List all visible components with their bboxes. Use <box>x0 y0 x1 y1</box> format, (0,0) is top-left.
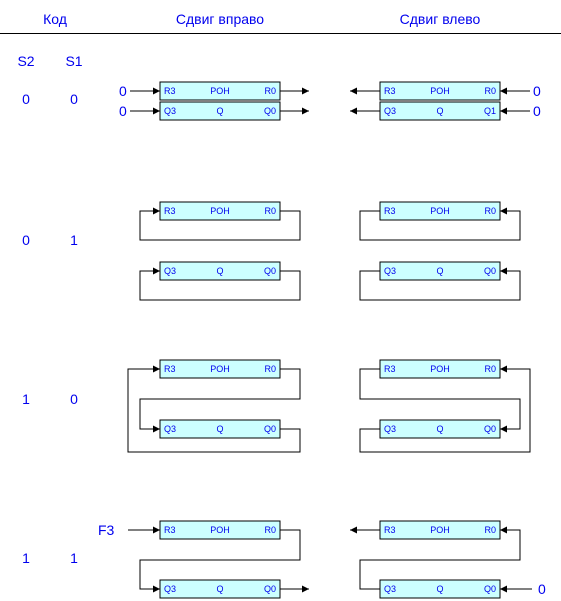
reg-label: POH <box>210 206 230 216</box>
reg-label: R0 <box>484 86 496 96</box>
reg-label: Q <box>216 266 223 276</box>
reg-label: Q <box>216 106 223 116</box>
label-s1: S1 <box>65 53 82 69</box>
reg-label: POH <box>210 86 230 96</box>
reg-label: R0 <box>264 525 276 535</box>
row2-s1: 1 <box>70 232 78 248</box>
row4-s2: 1 <box>22 550 30 566</box>
reg-label: Q3 <box>384 266 396 276</box>
reg-label: POH <box>430 525 450 535</box>
reg-label: Q3 <box>384 106 396 116</box>
reg-label: R3 <box>164 86 176 96</box>
reg-label: Q1 <box>484 106 496 116</box>
reg-label: Q0 <box>484 424 496 434</box>
reg-label: R3 <box>384 206 396 216</box>
reg-label: Q3 <box>164 424 176 434</box>
reg-label: Q3 <box>164 584 176 594</box>
row1-left-input-r: 0 <box>533 83 541 99</box>
reg-label: R3 <box>384 86 396 96</box>
reg-label: POH <box>210 525 230 535</box>
reg-label: Q0 <box>264 106 276 116</box>
reg-label: Q0 <box>264 266 276 276</box>
row4-right-shift: F3 R3 POH R0 Q3 Q Q0 <box>98 520 309 599</box>
reg-label: Q3 <box>164 266 176 276</box>
reg-label: Q3 <box>384 584 396 594</box>
reg-label: R3 <box>164 206 176 216</box>
reg-label: R0 <box>484 525 496 535</box>
reg-label: POH <box>430 364 450 374</box>
reg-label: R3 <box>164 364 176 374</box>
reg-label: R0 <box>484 206 496 216</box>
row1-left-shift: R3 POH R0 Q3 Q Q1 0 0 <box>350 81 541 121</box>
header-code: Код <box>43 11 67 27</box>
reg-label: Q0 <box>484 266 496 276</box>
row4-s1: 1 <box>70 550 78 566</box>
row2-left-shift: R3 POH R0 Q3 Q Q0 <box>359 201 521 301</box>
reg-label: Q3 <box>384 424 396 434</box>
reg-label: R3 <box>384 525 396 535</box>
row4-left-shift: R3 POH R0 Q3 Q Q0 0 <box>350 520 546 599</box>
reg-label: POH <box>430 206 450 216</box>
reg-label: POH <box>210 364 230 374</box>
row2-right-shift: R3 POH R0 Q3 Q Q0 <box>139 201 301 301</box>
reg-label: Q0 <box>264 424 276 434</box>
row3-s2: 1 <box>22 391 30 407</box>
row2-s2: 0 <box>22 232 30 248</box>
reg-label: R0 <box>264 364 276 374</box>
reg-label: POH <box>430 86 450 96</box>
reg-label: Q0 <box>484 584 496 594</box>
reg-label: Q <box>216 584 223 594</box>
row1-right-shift: 0 0 R3 POH R0 Q3 Q Q0 <box>119 81 309 121</box>
row1-left-input-q: 0 <box>533 103 541 119</box>
reg-label: Q0 <box>264 584 276 594</box>
row4-right-input-f3: F3 <box>98 522 115 538</box>
reg-label: R3 <box>384 364 396 374</box>
header-shift-right: Сдвиг вправо <box>176 11 264 27</box>
row1-right-input-r: 0 <box>119 83 127 99</box>
reg-label: Q <box>436 106 443 116</box>
row3-left-shift: R3 POH R0 Q3 Q Q0 <box>359 359 531 453</box>
row3-right-shift: R3 POH R0 Q3 Q Q0 <box>127 359 301 453</box>
row1-s2: 0 <box>22 91 30 107</box>
row1-s1: 0 <box>70 91 78 107</box>
reg-label: R0 <box>264 206 276 216</box>
reg-label: Q <box>216 424 223 434</box>
label-s2: S2 <box>17 53 34 69</box>
reg-label: R0 <box>264 86 276 96</box>
header-shift-left: Сдвиг влево <box>400 11 481 27</box>
row4-left-input-zero: 0 <box>538 581 546 597</box>
reg-label: Q <box>436 424 443 434</box>
reg-label: Q <box>436 584 443 594</box>
reg-label: Q <box>436 266 443 276</box>
row3-s1: 0 <box>70 391 78 407</box>
reg-label: R0 <box>484 364 496 374</box>
reg-label: Q3 <box>164 106 176 116</box>
reg-label: R3 <box>164 525 176 535</box>
row1-right-input-q: 0 <box>119 103 127 119</box>
